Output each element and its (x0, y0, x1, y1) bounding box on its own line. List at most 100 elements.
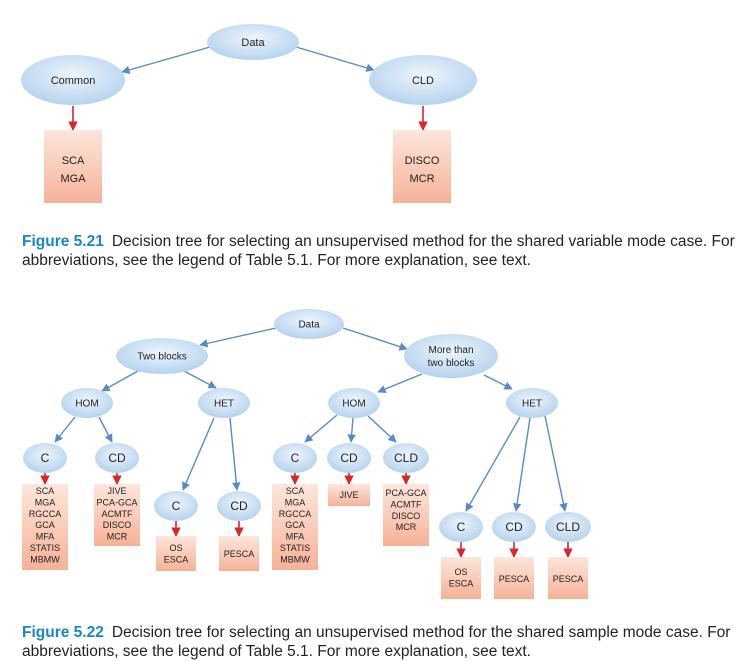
node-figure-522-nodes-tb-hom-cd: CD (95, 443, 139, 473)
method-name: SCA (36, 486, 55, 496)
methods-figure-522-methods-mb-het-cld: PESCA (548, 557, 588, 599)
node-label: CLD (394, 451, 418, 465)
method-name: JIVE (107, 486, 126, 496)
method-name: SCA (286, 486, 305, 496)
tree-edge (98, 416, 113, 443)
node-figure-522-nodes-tb-het: HET (198, 388, 250, 418)
node-label: Data (298, 320, 320, 331)
method-name: RGCCA (279, 509, 312, 519)
node-ellipse (492, 512, 536, 542)
tree-edge (377, 373, 423, 394)
node-figure-522-nodes-mb-hom-c: C (273, 443, 317, 473)
tree-edge (295, 46, 375, 72)
tree-edge (54, 416, 76, 443)
tree-edge (199, 327, 277, 348)
node-ellipse (404, 334, 498, 378)
node-figure-522-nodes-tb-het-cd: CD (217, 491, 261, 521)
method-box (328, 484, 370, 506)
tree-edge (465, 416, 521, 512)
node-figure-522-nodes-mb-het-cd: CD (492, 512, 536, 542)
method-name: MBMW (30, 554, 60, 564)
node-ellipse (274, 309, 344, 339)
node-label: C (291, 451, 300, 465)
node-figure-522-nodes-tb-hom: HOM (61, 388, 113, 418)
node-label: HOM (342, 399, 365, 410)
method-name: ESCA (164, 554, 189, 564)
node-ellipse (23, 443, 67, 473)
node-figure-522-nodes-mb-hom-cld: CLD (383, 443, 429, 473)
node-label: CD (108, 451, 126, 465)
method-name: PCA-GCA (385, 488, 426, 498)
node-figure-521-nodes-root: Data (207, 24, 299, 60)
node-label: CD (505, 520, 523, 534)
method-name: JIVE (339, 490, 358, 500)
node-ellipse (21, 55, 125, 105)
methods-figure-522-methods-tb-het-cd: PESCA (219, 536, 259, 571)
node-figure-522-nodes-tb-het-c: C (154, 491, 198, 521)
method-name: PESCA (553, 574, 584, 584)
method-box (393, 130, 451, 203)
tree-edge (483, 374, 513, 390)
node-ellipse (154, 491, 198, 521)
method-name: RGCCA (29, 509, 62, 519)
node-figure-522-nodes-tb-hom-c: C (23, 443, 67, 473)
method-box (494, 557, 534, 599)
method-name: GCA (35, 520, 55, 530)
method-box (383, 484, 429, 546)
method-name: STATIS (280, 543, 310, 553)
node-ellipse (95, 443, 139, 473)
tree-edge (183, 370, 217, 389)
node-figure-521-nodes-common: Common (21, 55, 125, 105)
node-label: CD (340, 451, 358, 465)
node-label: two blocks (428, 358, 475, 369)
method-name: ACMTF (102, 509, 133, 519)
node-ellipse (207, 24, 299, 60)
node-label: CLD (412, 75, 434, 87)
method-name: SCA (62, 155, 85, 167)
node-ellipse (369, 55, 477, 105)
methods-figure-522-methods-mb-het-cd: PESCA (494, 557, 534, 599)
methods-figure-521-nodes-common-methods: SCA MGA (44, 130, 102, 203)
node-ellipse (217, 491, 261, 521)
method-box (156, 536, 196, 571)
node-ellipse (506, 388, 558, 418)
node-label: HOM (75, 399, 98, 410)
node-figure-522-nodes-two-blocks: Two blocks (116, 338, 208, 374)
method-box (219, 536, 259, 571)
node-label: Data (241, 37, 265, 49)
node-figure-522-nodes-mb-hom-cd: CD (327, 443, 371, 473)
method-name: MGA (285, 497, 306, 507)
method-box (272, 484, 318, 570)
method-name: OS (169, 543, 182, 553)
tree-edge (121, 46, 211, 74)
node-label: More than (428, 345, 473, 356)
method-name: PCA-GCA (96, 497, 137, 507)
method-name: ACMTF (391, 499, 422, 509)
node-label: C (41, 451, 50, 465)
figure-5-22-label: Figure 5.22 (22, 624, 104, 641)
tree-edge (101, 370, 139, 392)
method-name: MFA (286, 532, 305, 542)
method-name: PESCA (224, 549, 255, 559)
node-figure-522-nodes-mb-het-c: C (439, 512, 483, 542)
method-name: MCR (409, 173, 434, 185)
node-ellipse (273, 443, 317, 473)
node-label: Two blocks (137, 352, 186, 363)
node-label: C (457, 520, 466, 534)
method-name: PESCA (499, 574, 530, 584)
node-ellipse (327, 443, 371, 473)
method-name: MBMW (280, 554, 310, 564)
method-name: DISCO (392, 511, 421, 521)
node-label: C (172, 499, 181, 513)
method-box (44, 130, 102, 203)
tree-edge (512, 417, 531, 512)
method-name: MGA (60, 173, 86, 185)
